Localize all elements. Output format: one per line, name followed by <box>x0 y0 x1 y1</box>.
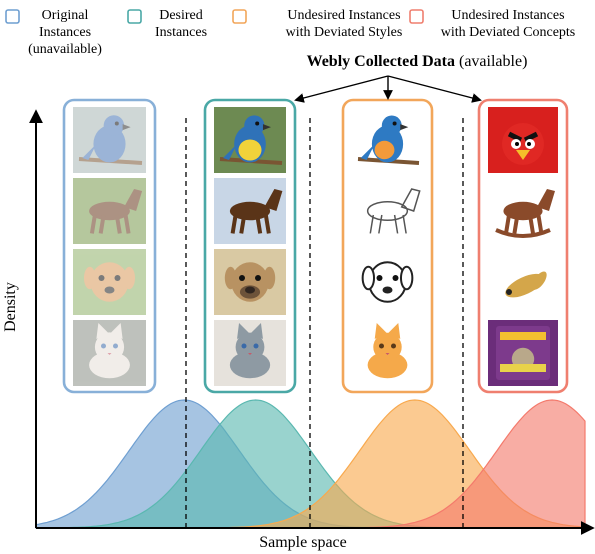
cartoon-bird-icon <box>352 107 423 173</box>
image-group <box>203 98 297 394</box>
webly-label-normal: (available) <box>455 53 527 70</box>
webly-arrow <box>387 75 482 103</box>
legend-label: Instances <box>39 25 91 40</box>
image-group <box>62 98 157 394</box>
rocking-horse-icon <box>488 178 558 244</box>
bluetit-photo-icon <box>214 107 286 173</box>
horse-snow-photo-icon <box>214 178 286 244</box>
legend-swatch <box>127 9 142 24</box>
legend-swatch <box>232 9 247 24</box>
pug-photo-icon <box>214 249 286 315</box>
dog-toy-icon <box>488 249 558 315</box>
cartoon-cat-icon <box>352 320 423 386</box>
brown-horse-photo-icon <box>73 178 146 244</box>
y-axis-label: Density <box>2 282 19 332</box>
legend-label: Original <box>42 8 89 23</box>
legend-label: (unavailable) <box>28 42 102 57</box>
x-axis-label: Sample space <box>259 534 347 551</box>
cat-food-bag-icon <box>488 320 558 386</box>
webly-arrows <box>294 75 482 103</box>
webly-arrow <box>294 75 389 103</box>
legend-label: Desired <box>159 8 203 23</box>
grey-cat-photo-icon <box>214 320 286 386</box>
legend-swatch <box>409 9 424 24</box>
legend-label: with Deviated Concepts <box>441 25 576 40</box>
legend-label: Instances <box>155 25 207 40</box>
angry-bird-icon <box>488 107 558 173</box>
legend-label: Undesired Instances <box>451 8 564 23</box>
horse-sketch-icon <box>352 178 423 244</box>
cartoon-dog-icon <box>352 249 423 315</box>
legend-label: with Deviated Styles <box>286 25 403 40</box>
image-group <box>477 98 569 394</box>
webly-label-bold: Webly Collected Data <box>307 53 455 70</box>
axes <box>29 109 595 535</box>
webly-collected-label: Webly Collected Data (available) <box>307 53 528 70</box>
legend-item: Undesired Instances with Deviated Styles <box>232 8 403 40</box>
white-cat-photo-icon <box>73 320 146 386</box>
image-group <box>341 98 434 394</box>
image-groups <box>62 98 569 394</box>
legend-swatch <box>5 9 20 24</box>
legend-label: Undesired Instances <box>287 8 400 23</box>
legend-item: Undesired Instances with Deviated Concept… <box>409 8 576 40</box>
beagle-puppy-photo-icon <box>73 249 146 315</box>
bluebird-photo-icon <box>73 107 146 173</box>
